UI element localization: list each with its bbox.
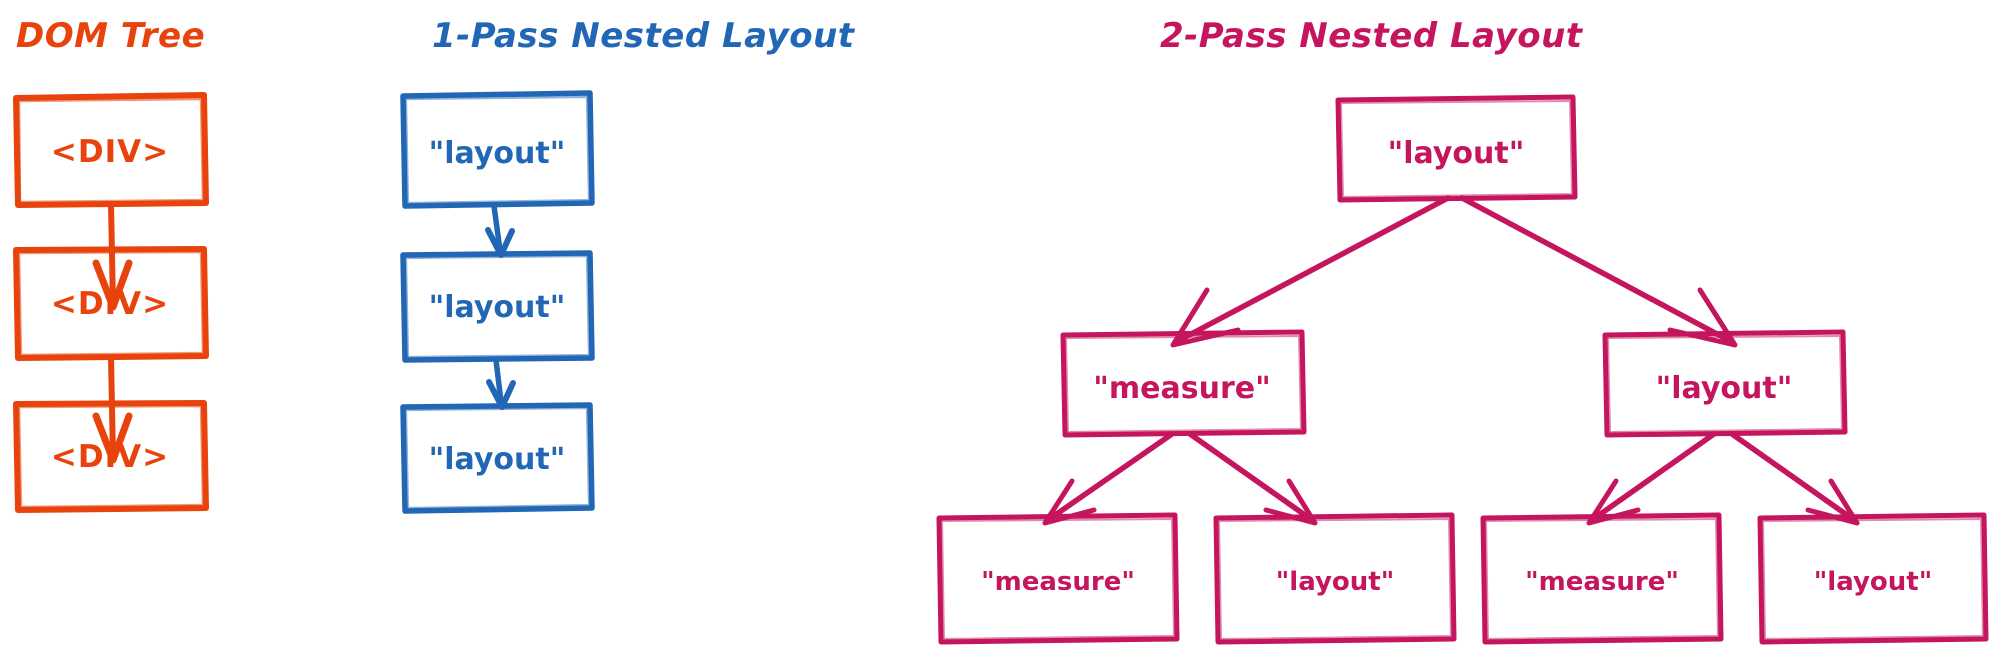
one-pass-node-3-label: "layout" [429, 442, 566, 477]
one-pass-node-2[interactable]: "layout" [400, 250, 595, 363]
two-pass-mid-left-box-sketch [1065, 335, 1302, 433]
two-pass-root-box [1335, 94, 1578, 203]
two-pass-edge-midleft-leaf2 [1187, 431, 1318, 526]
two-pass-leaf-4-box [1757, 512, 1989, 645]
dom-node-3-box [13, 400, 209, 513]
two-pass-edge-root-midleft [1170, 195, 1451, 348]
dom-edge-1-2 [92, 202, 133, 311]
dom-node-2-box-sketch [17, 250, 205, 357]
dom-node-1-label: <DIV> [51, 134, 169, 170]
two-pass-leaf-1-label: "measure" [981, 567, 1135, 597]
column-one-pass: "layout" "layout" "layou [400, 90, 595, 514]
two-pass-leaf-2-box [1213, 512, 1457, 645]
one-pass-node-1-box-sketch [404, 95, 591, 205]
dom-node-1-box [13, 92, 209, 208]
dom-node-2-label: <DIV> [51, 286, 169, 322]
dom-node-3-label: <DIV> [51, 439, 169, 475]
two-pass-leaf-3[interactable]: "measure" [1480, 512, 1724, 645]
two-pass-edge-midright-leaf3 [1586, 431, 1717, 526]
two-pass-leaf-3-label: "measure" [1525, 567, 1679, 597]
dom-node-3-box-sketch [17, 404, 205, 509]
two-pass-leaf-3-box-sketch [1485, 518, 1719, 640]
two-pass-mid-right-label: "layout" [1656, 371, 1793, 406]
one-pass-node-1[interactable]: "layout" [400, 90, 595, 209]
two-pass-leaf-4[interactable]: "layout" [1757, 512, 1989, 645]
two-pass-root-label: "layout" [1388, 136, 1525, 171]
one-pass-node-1-box [400, 90, 595, 209]
dom-node-2[interactable]: <DIV> [13, 246, 209, 361]
two-pass-leaf-2-box-sketch [1218, 518, 1452, 640]
two-pass-edge-root-midright [1459, 195, 1738, 348]
one-pass-edge-1-2 [485, 203, 515, 258]
column-two-pass: "layout" "measure" "layo [936, 94, 1989, 645]
one-pass-edge-2-3 [486, 357, 516, 410]
two-pass-mid-left-label: "measure" [1093, 371, 1270, 406]
column-title-dom-tree: DOM Tree [16, 16, 205, 56]
two-pass-mid-right-box [1602, 329, 1848, 438]
two-pass-mid-right-box-sketch [1607, 335, 1843, 433]
one-pass-node-1-label: "layout" [429, 136, 566, 171]
one-pass-node-3[interactable]: "layout" [400, 402, 595, 514]
two-pass-leaf-2[interactable]: "layout" [1213, 512, 1457, 645]
two-pass-root[interactable]: "layout" [1335, 94, 1578, 203]
two-pass-leaf-4-label: "layout" [1814, 567, 1933, 597]
two-pass-leaf-2-label: "layout" [1276, 567, 1395, 597]
two-pass-leaf-1[interactable]: "measure" [936, 512, 1180, 645]
one-pass-node-2-box [400, 250, 595, 363]
two-pass-leaf-4-box-sketch [1762, 518, 1984, 640]
one-pass-node-3-box-sketch [404, 406, 591, 510]
dom-node-1[interactable]: <DIV> [13, 92, 209, 208]
one-pass-node-2-label: "layout" [429, 290, 566, 325]
dom-node-2-box [13, 246, 209, 361]
two-pass-mid-left[interactable]: "measure" [1060, 329, 1307, 438]
two-pass-leaf-1-box [936, 512, 1180, 645]
column-title-one-pass: 1-Pass Nested Layout [432, 16, 856, 56]
two-pass-leaf-3-box [1480, 512, 1724, 645]
two-pass-edge-midleft-leaf1 [1042, 431, 1175, 526]
two-pass-mid-right[interactable]: "layout" [1602, 329, 1848, 438]
two-pass-mid-left-box [1060, 329, 1307, 438]
dom-node-3[interactable]: <DIV> [13, 400, 209, 513]
dom-node-1-box-sketch [17, 97, 205, 204]
one-pass-node-3-box [400, 402, 595, 514]
two-pass-edge-midright-leaf4 [1729, 431, 1860, 526]
column-title-two-pass: 2-Pass Nested Layout [1160, 16, 1584, 56]
dom-edge-2-3 [92, 355, 133, 464]
one-pass-node-2-box-sketch [404, 254, 591, 359]
column-dom-tree: <DIV> <DIV> <DIV> [13, 92, 209, 513]
two-pass-leaf-1-box-sketch [941, 518, 1175, 640]
two-pass-root-box-sketch [1340, 100, 1573, 198]
